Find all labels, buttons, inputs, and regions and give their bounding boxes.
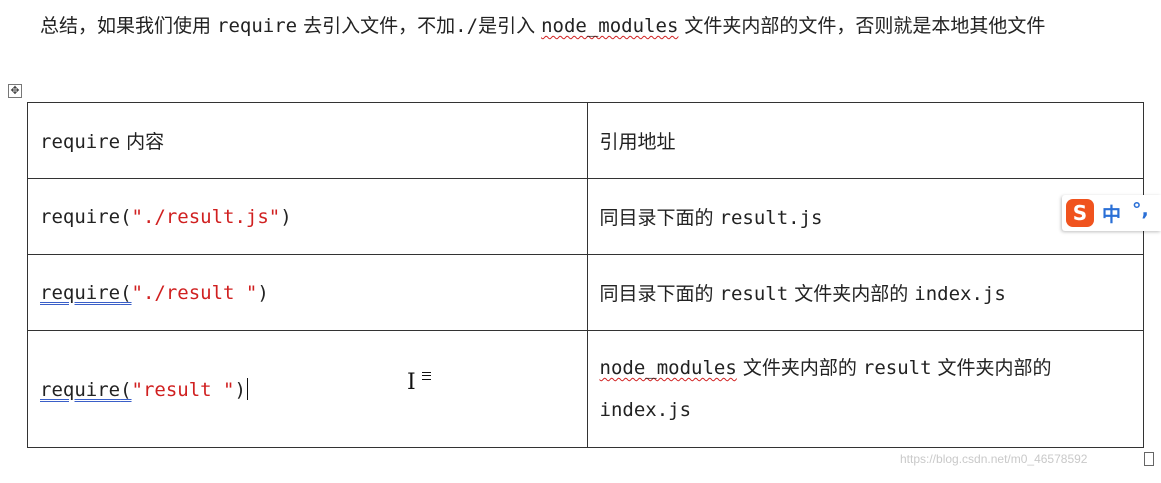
table-cell-code[interactable]: require("result "): [27, 330, 588, 448]
addr-text: 同目录下面的: [599, 283, 720, 305]
header-address: 引用地址: [599, 131, 676, 153]
table-cell-address[interactable]: 同目录下面的 result.js: [586, 178, 1144, 255]
text-caret: [246, 377, 248, 400]
summary-code-require: require: [217, 15, 298, 37]
fn-name: require: [40, 281, 121, 304]
paren-open: (: [120, 281, 132, 304]
string-literal: "result ": [131, 378, 235, 401]
align-lines-icon: [422, 372, 431, 380]
move-icon[interactable]: ✥: [8, 84, 22, 98]
addr-code: node_modules: [599, 357, 737, 379]
header-cell-content[interactable]: require 内容: [27, 102, 588, 179]
addr-code-b: result: [862, 357, 932, 379]
summary-text-3: 是引入: [478, 15, 542, 37]
summary-text-1: 总结，如果我们使用: [40, 15, 218, 37]
addr-text-2: 文件夹内部的: [788, 283, 915, 305]
fn-name: require: [40, 378, 121, 401]
table-header-row: require 内容 引用地址: [27, 102, 1144, 179]
summary-text-2: 去引入文件，不加: [297, 15, 456, 37]
summary-code-dot-slash: ./: [455, 15, 479, 37]
paren-close: ): [234, 378, 246, 401]
addr-code-2: index.js: [914, 283, 1006, 305]
summary-text-4: 文件夹内部的文件，否则就是本地其他文件: [678, 15, 1046, 37]
fn-name: require: [40, 205, 121, 228]
sogou-logo-icon[interactable]: S: [1066, 199, 1094, 227]
addr-code: result: [719, 283, 789, 305]
header-text: 内容: [120, 131, 165, 153]
ime-punctuation-toggle[interactable]: °,: [1132, 199, 1149, 221]
paren-open: (: [120, 205, 132, 228]
ime-toolbar[interactable]: S 中 °,: [1062, 195, 1161, 231]
addr-text-2: 文件夹内部的: [931, 357, 1052, 379]
require-table: require 内容 引用地址 require("./result.js") 同…: [27, 102, 1144, 448]
table-row: require("result ") node_modules 文件夹内部的 r…: [27, 330, 1144, 448]
paren-close: ): [257, 281, 269, 304]
summary-code-node-modules: node_modules: [541, 15, 679, 37]
paren-open: (: [120, 378, 132, 401]
table-cell-address[interactable]: node_modules 文件夹内部的 result 文件夹内部的 index.j…: [586, 330, 1144, 448]
header-cell-address[interactable]: 引用地址: [586, 102, 1144, 179]
string-literal: "./result.js": [131, 205, 281, 228]
table-row: require("./result.js") 同目录下面的 result.js: [27, 178, 1144, 255]
ime-mode-toggle[interactable]: 中: [1102, 204, 1122, 226]
table-cell-code[interactable]: require("./result "): [27, 254, 588, 331]
table-cell-address[interactable]: 同目录下面的 result 文件夹内部的 index.js: [586, 254, 1144, 331]
addr-text: 同目录下面的: [599, 207, 720, 229]
addr-code: result.js: [719, 207, 823, 229]
string-literal: "./result ": [131, 281, 258, 304]
table-cell-code[interactable]: require("./result.js"): [27, 178, 588, 255]
header-code: require: [40, 131, 121, 153]
table-row: require("./result ") 同目录下面的 result 文件夹内部…: [27, 254, 1144, 331]
summary-paragraph: 总结，如果我们使用 require 去引入文件，不加./是引入 node_mod…: [40, 6, 1140, 46]
addr-text: 文件夹内部的: [736, 357, 863, 379]
table-resize-handle[interactable]: [1144, 452, 1154, 466]
paren-close: ): [280, 205, 292, 228]
watermark-text: https://blog.csdn.net/m0_46578592: [900, 452, 1088, 466]
ibeam-cursor-icon: I: [407, 370, 416, 395]
addr-code-2: index.js: [599, 399, 692, 421]
